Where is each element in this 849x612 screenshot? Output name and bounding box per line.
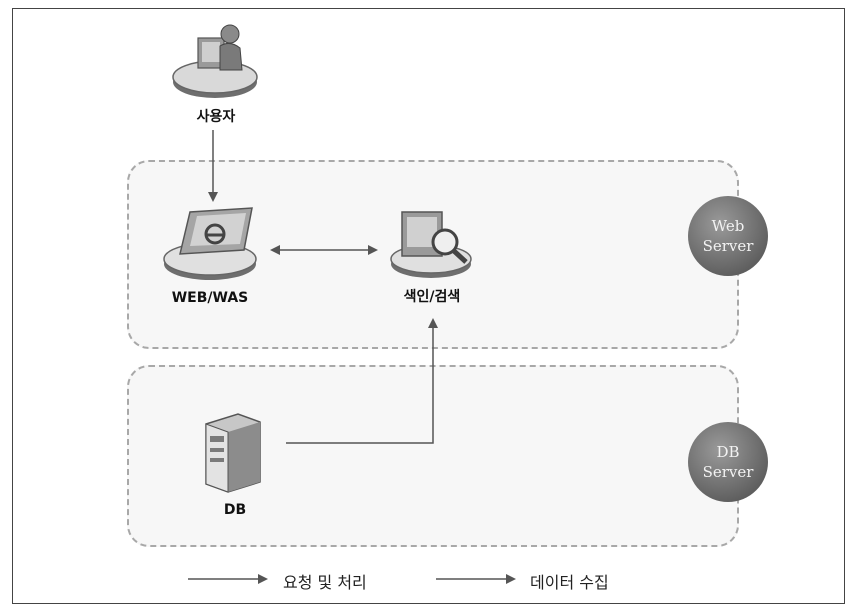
web-server-badge-line1: Web [711, 217, 745, 235]
user-icon [172, 24, 258, 98]
user-label: 사용자 [196, 109, 236, 125]
db-server-badge-line2: Server [702, 463, 754, 481]
db-to-index-arrow [286, 318, 438, 444]
web-was-label: WEB/WAS [171, 290, 249, 306]
legend-collect-label: 데이터 수집 [530, 573, 609, 592]
index-search-icon [390, 211, 472, 278]
db-label: DB [223, 502, 247, 518]
web-server-badge: Web Server [688, 196, 768, 276]
index-search-label: 색인/검색 [403, 289, 461, 305]
web-was-icon [163, 207, 257, 280]
db-server-badge-line1: DB [716, 443, 740, 461]
web-server-badge-line2: Server [702, 237, 754, 255]
db-server-badge: DB Server [688, 422, 768, 502]
legend-request-label: 요청 및 처리 [283, 573, 367, 592]
database-server-icon [205, 413, 261, 493]
